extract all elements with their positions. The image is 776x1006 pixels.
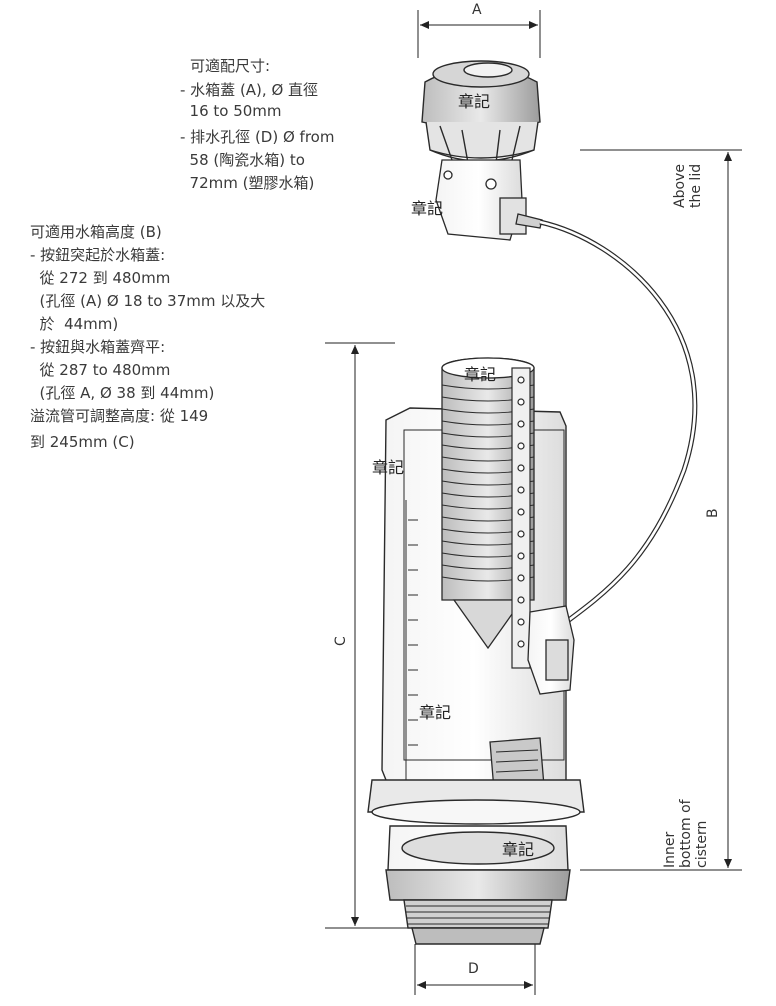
height-line: 從 287 to 480mm [30,361,171,379]
dimension-d-label: D [468,961,479,977]
height-adjuster [511,367,531,669]
height-line: 溢流管可調整高度: 從 149 [30,407,209,425]
height-line: - 按鈕與水箱蓋齊平: [30,338,166,356]
watermark-stamp: 章記 [464,365,497,384]
dimension-c [325,342,410,929]
fit-line: - 水箱蓋 (A), Ø 直徑 [180,81,319,99]
watermark-stamp: 章記 [419,703,452,722]
push-button [421,60,541,164]
watermark-stamp: 章記 [411,199,444,218]
height-line: 到 245mm (C) [30,433,135,451]
cable-connector [527,605,575,695]
valve-base [367,779,585,945]
fit-line: 58 (陶瓷水箱) to [180,151,305,169]
fit-title: 可適配尺寸: [190,57,271,75]
watermark-stamp: 章記 [458,92,491,111]
height-line: 從 272 到 480mm [30,269,171,287]
dimension-c-label: C [333,636,349,646]
dimension-b [580,149,742,871]
dimension-a-label: A [472,2,482,18]
height-line: - 按鈕突起於水箱蓋: [30,246,166,264]
watermark-stamp: 章記 [502,840,535,859]
button-mechanism [435,159,543,241]
dimension-b-label: B [705,508,721,518]
dimension-a [417,10,541,58]
inner-bottom-label: Inner bottom of cistern [662,799,710,868]
height-line: 於 44mm) [30,315,119,333]
fit-line: 16 to 50mm [180,102,282,120]
fit-line: 72mm (塑膠水箱) [180,174,315,192]
above-lid-label: Above the lid [672,163,704,208]
height-line: (孔徑 (A) Ø 18 to 37mm 以及大 [30,292,266,310]
fit-line: - 排水孔徑 (D) Ø from [180,128,335,146]
overflow-tube [441,357,535,650]
watermark-stamp: 章記 [372,458,405,477]
height-title: 可適用水箱高度 (B) [30,223,162,241]
height-line: (孔徑 A, Ø 38 到 44mm) [30,384,215,402]
dimension-d [414,944,536,995]
